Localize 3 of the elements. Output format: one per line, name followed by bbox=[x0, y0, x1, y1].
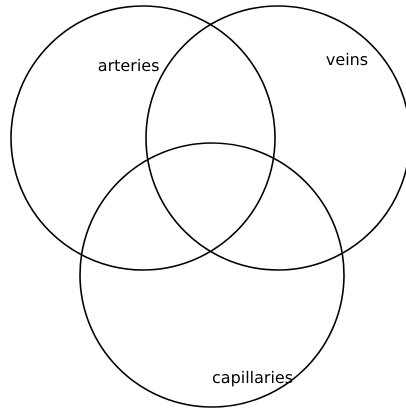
circle-label: capillaries bbox=[212, 368, 294, 388]
circle-label: arteries bbox=[98, 56, 160, 75]
circle-label: veins bbox=[326, 50, 368, 70]
